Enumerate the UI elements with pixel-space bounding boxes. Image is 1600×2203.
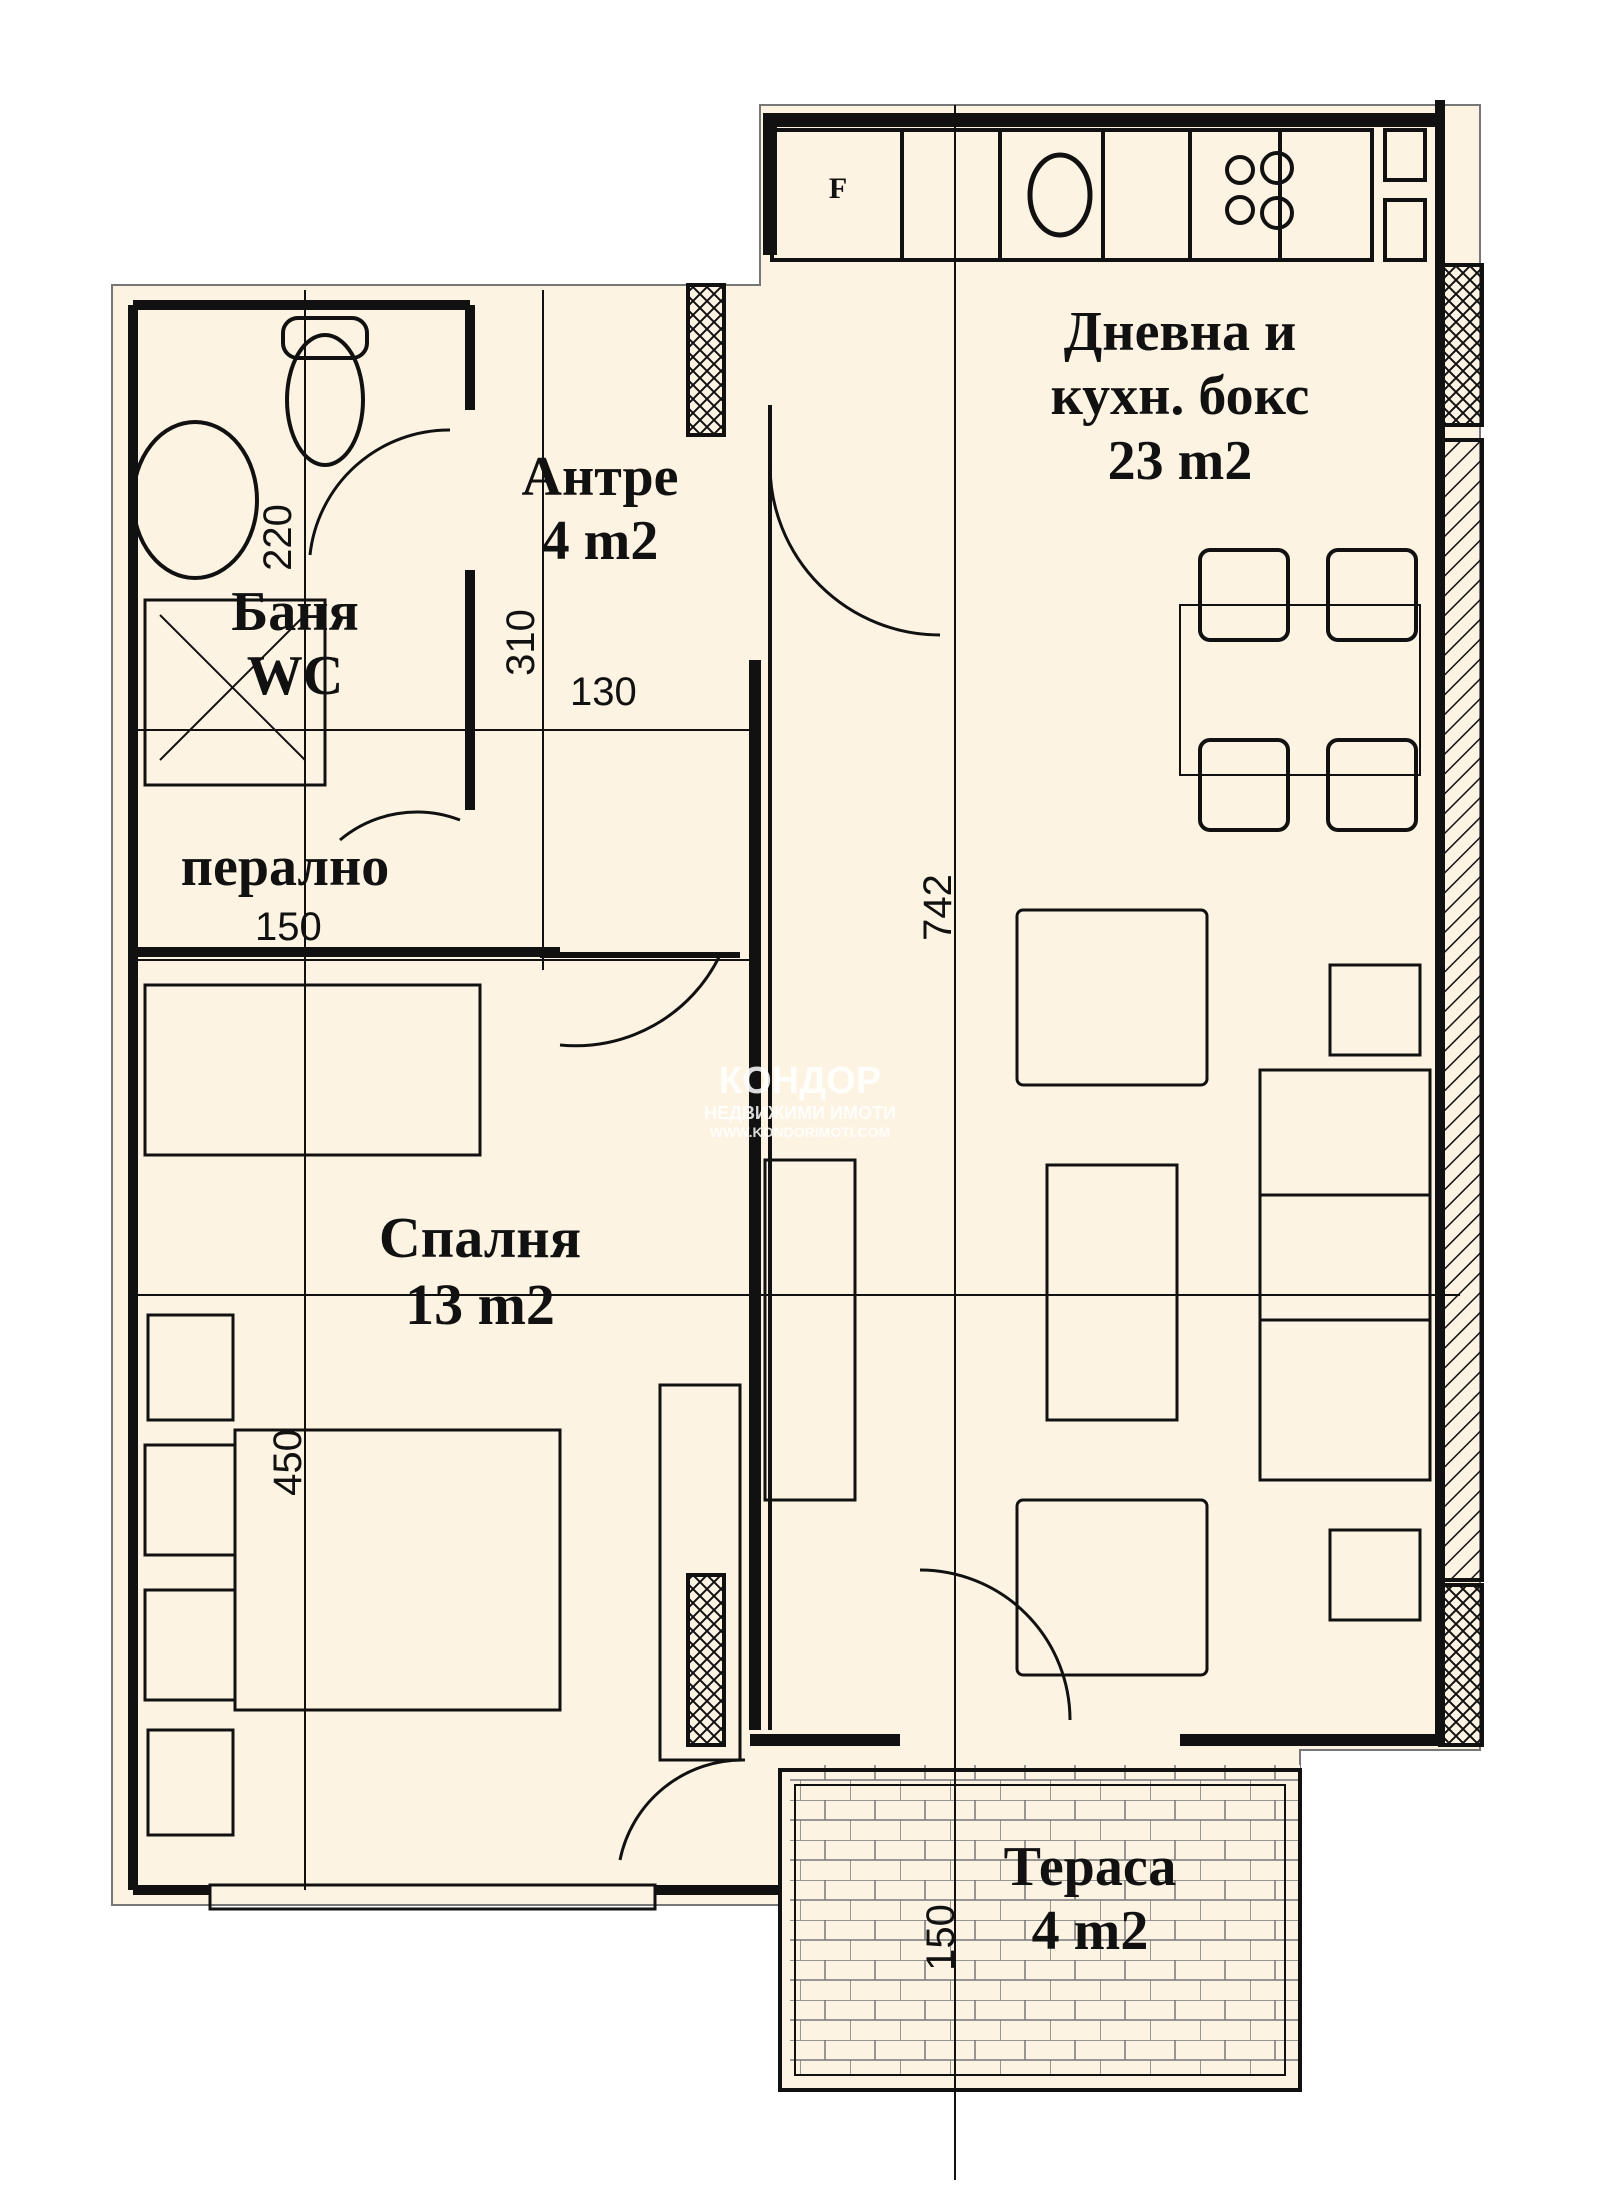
room-area: 4 m2 <box>1031 1900 1149 1963</box>
room-name: Баня <box>231 581 359 643</box>
room-label-bath: Баня WC <box>205 580 385 709</box>
dimension-150-laundry: 150 <box>255 905 322 949</box>
bath-fixtures <box>131 316 369 787</box>
dimension-220: 220 <box>255 504 300 571</box>
room-name-line2: WC <box>246 645 344 708</box>
room-name: Антре <box>521 446 679 508</box>
room-name: Дневна и <box>1063 301 1297 363</box>
room-name: Спалня <box>378 1205 582 1270</box>
floor-fill <box>111 104 1481 2091</box>
kitchen-counter <box>770 128 1427 262</box>
room-name: перално <box>180 836 390 898</box>
watermark-brand: КОНДОР <box>718 1060 882 1102</box>
bedroom-furniture <box>143 983 742 1837</box>
room-area: 4 m2 <box>541 510 659 573</box>
room-label-hall: Антре 4 m2 <box>490 445 710 574</box>
dimension-130: 130 <box>570 670 637 714</box>
dimension-450: 450 <box>265 1429 310 1496</box>
room-name: Тераса <box>1003 1836 1177 1898</box>
room-label-laundry: перално <box>145 835 425 899</box>
dimension-150-terrace: 150 <box>918 1904 963 1971</box>
room-label-bedroom: Спалня 13 m2 <box>330 1205 630 1338</box>
room-name-line2: кухн. бокс <box>1050 365 1310 428</box>
room-label-terrace: Тераса 4 m2 <box>955 1835 1225 1964</box>
watermark-url: WWW.KONDORIMOTI.COM <box>709 1124 891 1140</box>
watermark-subtitle: НЕДВИЖИМИ ИМОТИ <box>704 1103 896 1123</box>
room-area: 13 m2 <box>405 1271 555 1337</box>
walls <box>128 100 1484 2092</box>
dining-set <box>1179 548 1421 832</box>
dimension-lines <box>130 105 1460 2180</box>
fridge-label: F <box>828 172 848 205</box>
room-label-living: Дневна и кухн. бокс 23 m2 <box>1020 300 1340 493</box>
dimension-742: 742 <box>915 874 960 941</box>
dimension-310: 310 <box>498 609 543 676</box>
room-area: 23 m2 <box>1107 429 1253 492</box>
watermark: КОНДОР НЕДВИЖИМИ ИМОТИ WWW.KONDORIMOTI.C… <box>640 1060 960 1140</box>
living-furniture <box>763 908 1432 1677</box>
doors <box>308 428 1072 1861</box>
